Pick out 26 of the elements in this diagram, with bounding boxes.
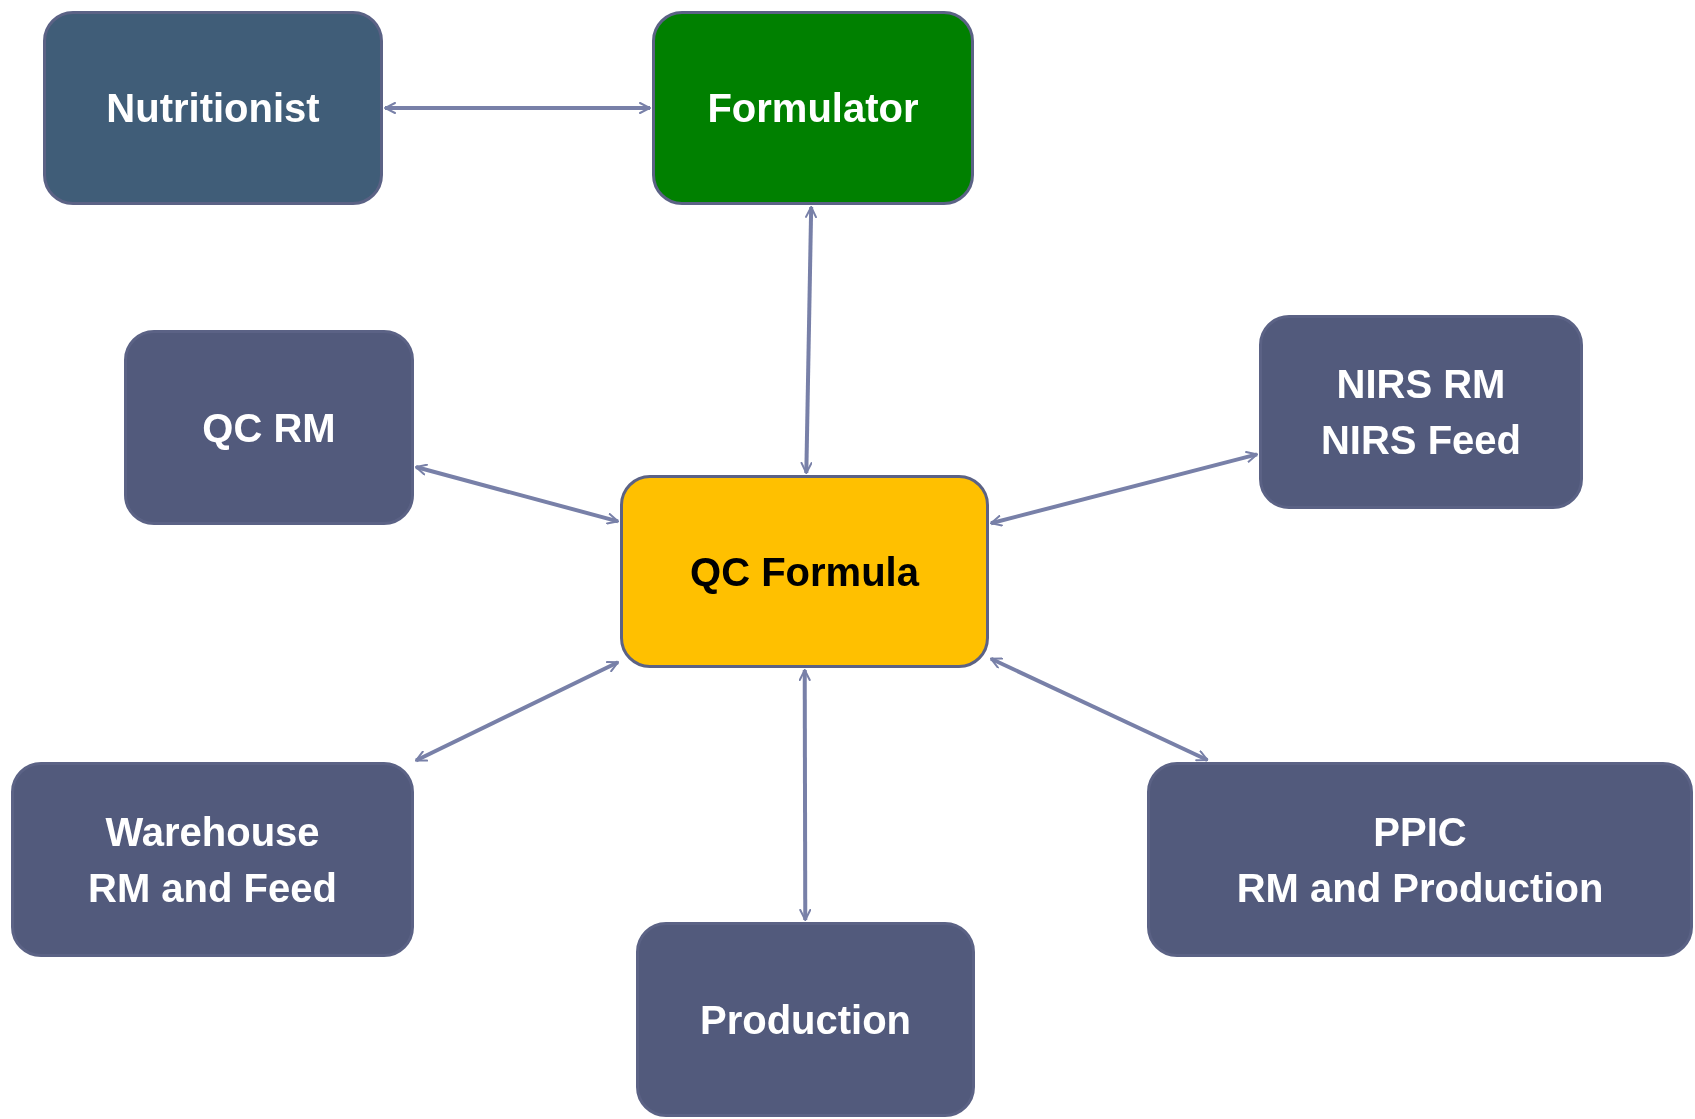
double-arrow xyxy=(990,656,1209,762)
department-box xyxy=(636,922,975,1117)
double-arrow xyxy=(798,669,812,921)
box-label: Formulator xyxy=(707,85,919,132)
box-label: RM and Production xyxy=(1236,864,1604,912)
role-box xyxy=(43,11,383,205)
box-label: Warehouse xyxy=(105,808,320,856)
box-label: Nutritionist xyxy=(106,85,320,132)
box-label: QC RM xyxy=(202,404,336,452)
hub-box xyxy=(620,475,989,668)
department-box xyxy=(1147,762,1693,957)
double-arrow xyxy=(415,463,619,525)
box-label: RM and Feed xyxy=(88,864,337,912)
double-arrow xyxy=(990,451,1258,527)
double-arrow xyxy=(415,660,619,763)
box-label: NIRS RM xyxy=(1336,361,1506,408)
department-box xyxy=(11,762,414,957)
department-box xyxy=(124,330,414,525)
department-box xyxy=(1259,315,1583,509)
box-label: NIRS Feed xyxy=(1320,417,1521,464)
box-label: PPIC xyxy=(1373,808,1467,856)
box-label: QC Formula xyxy=(690,548,919,596)
double-arrow xyxy=(384,102,651,114)
box-label: Production xyxy=(699,996,912,1044)
role-box xyxy=(652,11,974,205)
double-arrow xyxy=(800,206,817,474)
